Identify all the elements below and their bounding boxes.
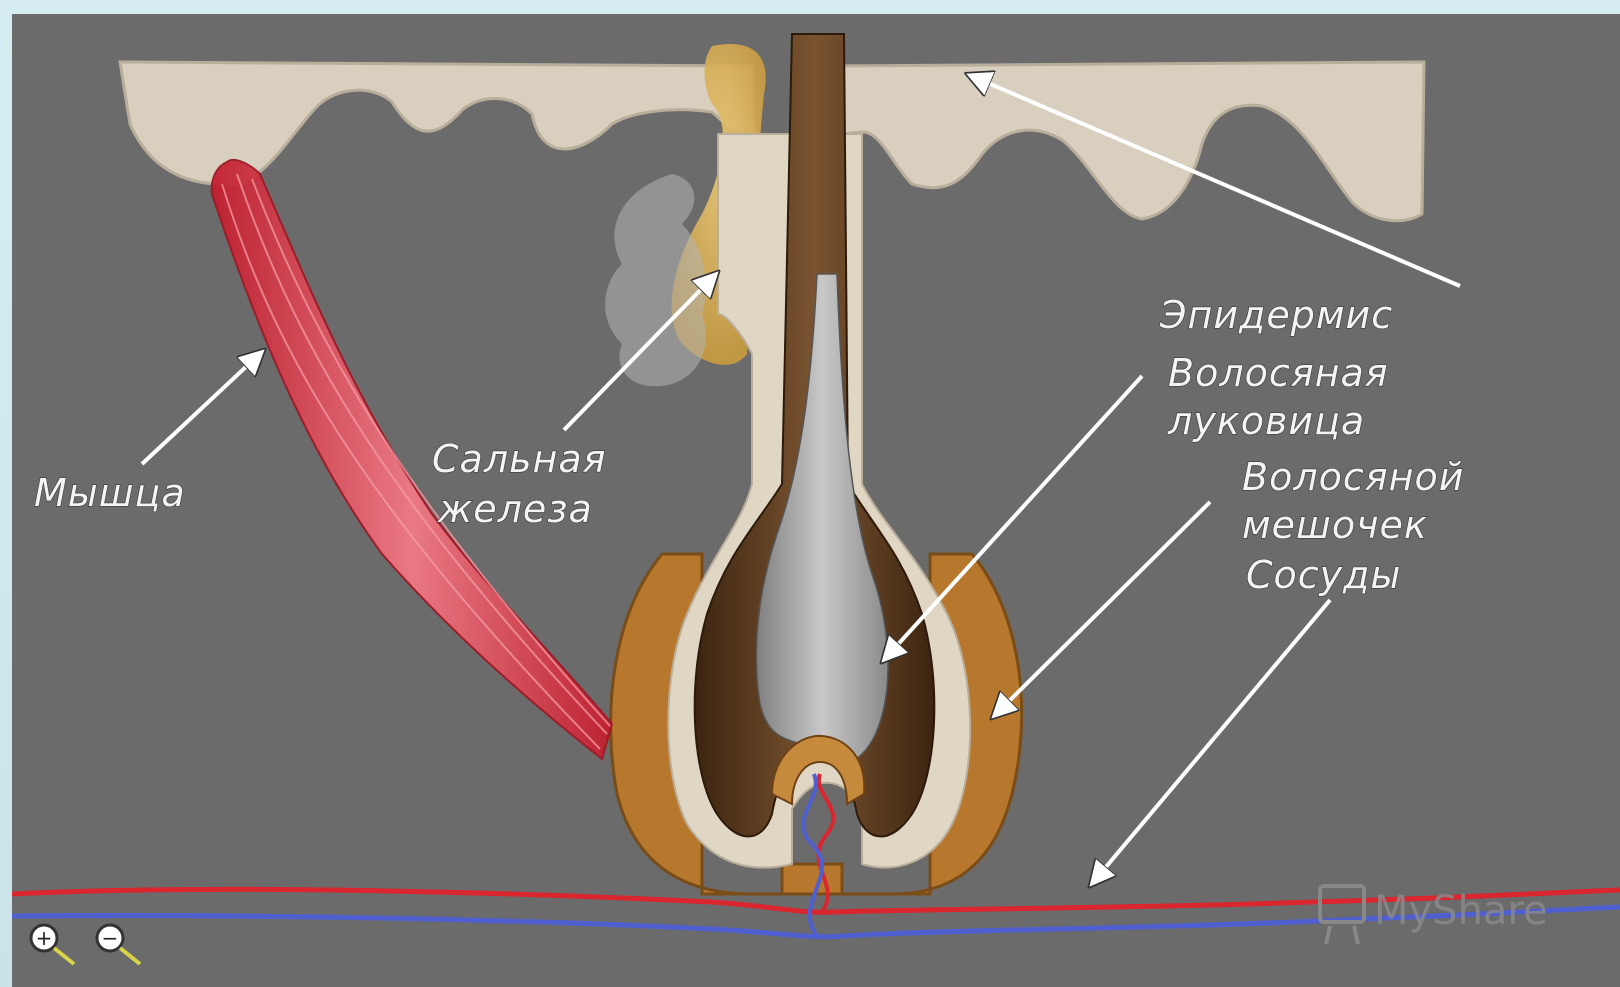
label-muscle: Мышца: [34, 471, 186, 515]
label-sebaceous-line1: Сальная: [432, 437, 607, 481]
zoom-in-button[interactable]: +: [31, 925, 74, 964]
label-vessels: Сосуды: [1246, 553, 1401, 597]
arrow-hair-follicle: [992, 502, 1210, 718]
hair-anatomy-diagram: Эпидермис Волосяная луковица Волосяной м…: [12, 14, 1620, 987]
zoom-in-label: +: [36, 926, 53, 950]
watermark-text: MyShare: [1374, 888, 1548, 934]
diagram-canvas: Эпидермис Волосяная луковица Волосяной м…: [12, 14, 1620, 987]
gland-lobes: [605, 174, 706, 386]
label-hair-follicle-line2: мешочек: [1242, 503, 1428, 547]
label-hair-follicle-line1: Волосяной: [1242, 455, 1464, 499]
label-hair-bulb-line1: Волосяная: [1168, 351, 1389, 395]
label-epidermis: Эпидермис: [1159, 293, 1393, 337]
arrow-hair-bulb: [882, 376, 1142, 662]
label-sebaceous-line2: железа: [437, 487, 593, 531]
arrow-muscle: [142, 350, 264, 464]
zoom-out-button[interactable]: −: [97, 925, 140, 964]
label-hair-bulb-line2: луковица: [1167, 399, 1365, 443]
watermark: MyShare: [1320, 886, 1548, 944]
zoom-out-label: −: [102, 926, 119, 950]
arrow-vessels: [1090, 600, 1330, 886]
epidermis-left: [120, 62, 754, 184]
